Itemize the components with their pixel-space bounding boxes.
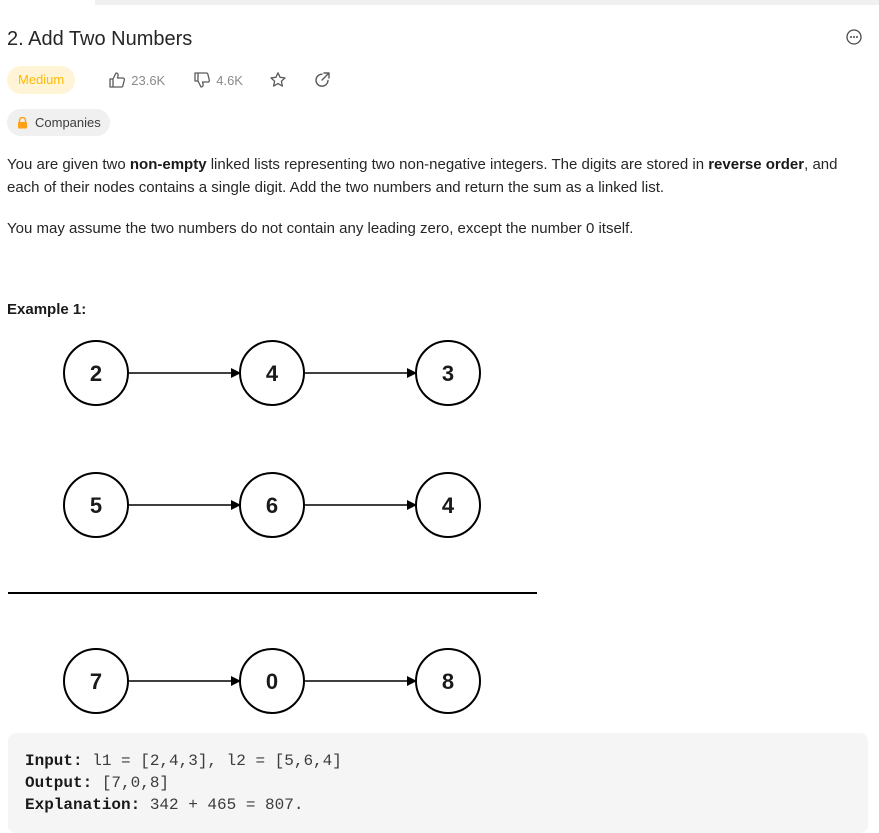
description-paragraph-1: You are given two non-empty linked lists… <box>7 153 869 199</box>
list-node-value: 4 <box>442 493 455 518</box>
list-node <box>239 340 305 406</box>
list-node-value: 8 <box>442 669 454 694</box>
example-output-value: [7,0,8] <box>92 774 170 792</box>
list-node <box>415 472 481 538</box>
description-paragraph-2: You may assume the two numbers do not co… <box>7 220 634 237</box>
list-node <box>63 472 129 538</box>
description-text: linked lists representing two non-negati… <box>206 156 709 173</box>
star-icon <box>270 72 286 87</box>
list-node-value: 7 <box>90 669 102 694</box>
example-output-line: Output: [7,0,8] <box>25 774 169 792</box>
linked-list-diagram: 2 4 3 5 6 4 7 0 8 <box>8 340 537 714</box>
list-node-value: 3 <box>442 361 454 386</box>
companies-tag[interactable]: Companies <box>7 109 110 136</box>
example-explanation-line: Explanation: 342 + 465 = 807. <box>25 796 303 814</box>
example-explanation-label: Explanation: <box>25 796 141 814</box>
list-node-value: 5 <box>90 493 102 518</box>
description-text: You are given two <box>7 156 130 173</box>
thumbs-down-icon <box>194 72 211 88</box>
share-button[interactable] <box>313 71 331 89</box>
like-count: 23.6K <box>131 72 166 88</box>
dislike-count: 4.6K <box>216 72 243 88</box>
lock-icon <box>18 116 27 128</box>
like-button[interactable]: 23.6K <box>108 71 165 89</box>
example-input-label: Input: <box>25 752 83 770</box>
example-input-value: l1 = [2,4,3], l2 = [5,6,4] <box>82 752 342 770</box>
example-output-label: Output: <box>25 774 93 792</box>
description-bold-text: reverse order <box>708 156 805 173</box>
problem-meta-row: Medium 23.6K 4.6K <box>7 66 331 94</box>
example-input-line: Input: l1 = [2,4,3], l2 = [5,6,4] <box>25 752 342 770</box>
share-icon <box>315 72 330 87</box>
list-node <box>415 340 481 406</box>
list-node <box>63 648 129 714</box>
favorite-button[interactable] <box>269 71 287 89</box>
list-node-value: 2 <box>90 361 102 386</box>
title-row: 2. Add Two Numbers <box>7 26 869 52</box>
list-node <box>415 648 481 714</box>
dislike-button[interactable]: 4.6K <box>193 71 243 89</box>
description-bold-text: non-empty <box>129 156 207 173</box>
more-icon[interactable] <box>846 29 862 45</box>
problem-title[interactable]: 2. Add Two Numbers <box>7 27 193 50</box>
difficulty-badge: Medium <box>7 66 76 94</box>
example-title: Example 1: <box>7 301 87 318</box>
list-node <box>239 648 305 714</box>
list-node-value: 6 <box>266 493 278 518</box>
top-scroll-strip <box>95 0 879 5</box>
example-explanation-value: 342 + 465 = 807. <box>140 796 304 814</box>
example-code-box: Input: l1 = [2,4,3], l2 = [5,6,4] Output… <box>8 733 868 833</box>
companies-label: Companies <box>35 115 101 130</box>
list-node <box>239 472 305 538</box>
list-node-value: 0 <box>266 669 278 694</box>
description-text: , and each of their nodes contains a sin… <box>7 156 838 196</box>
list-node-value: 4 <box>266 361 279 386</box>
thumbs-up-icon <box>109 72 126 88</box>
list-node <box>63 340 129 406</box>
